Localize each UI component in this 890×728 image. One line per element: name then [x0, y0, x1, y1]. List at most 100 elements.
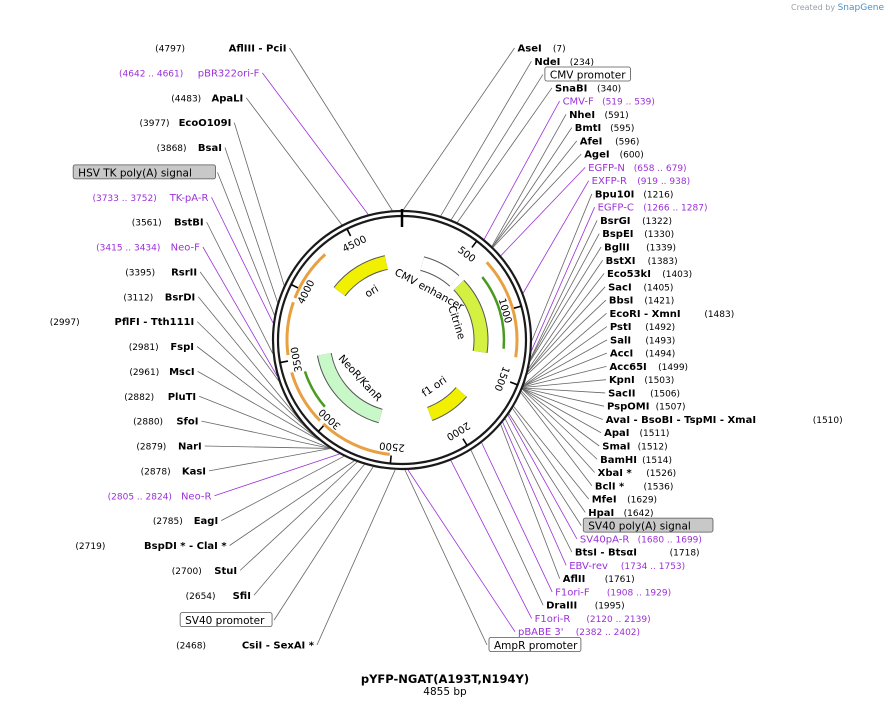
backbone-outer	[271, 209, 533, 471]
enzyme-label: BspEI	[602, 229, 633, 240]
label-line	[522, 388, 603, 420]
tick-mark	[346, 228, 352, 237]
tick-mark	[317, 425, 325, 433]
enzyme-position: (1514)	[642, 456, 672, 466]
enzyme-label: AflII	[563, 574, 586, 585]
enzyme-label: SacII	[608, 388, 635, 399]
label-line	[457, 87, 553, 223]
label-line	[531, 207, 595, 351]
label-line	[522, 388, 600, 447]
primer-label: Neo-R	[181, 491, 212, 502]
label-line	[221, 455, 345, 521]
orange-feature-arc	[485, 261, 519, 358]
label-line	[531, 193, 593, 341]
label-line	[253, 464, 365, 596]
label-line	[262, 72, 369, 215]
enzyme-label: FspI	[170, 342, 194, 353]
label-line	[402, 47, 515, 211]
enzyme-label: Acc65I	[610, 362, 647, 373]
map-labels: AseI(7)NdeI(234)CMV promoterSnaBI(340)CM…	[50, 44, 843, 653]
enzyme-label: HpaI	[588, 508, 614, 519]
enzyme-position: (2654)	[186, 592, 216, 602]
label-line	[527, 286, 606, 373]
label-line	[229, 460, 355, 546]
enzyme-position: (1493)	[645, 336, 675, 346]
enzyme-label: MscI	[169, 367, 195, 378]
label-line	[508, 413, 582, 526]
orange-feature-arc	[322, 422, 390, 456]
label-line	[523, 313, 607, 385]
primer-position: (3733 .. 3752)	[92, 194, 156, 204]
enzyme-label: NheI	[569, 110, 595, 121]
enzyme-position: (2997)	[50, 318, 80, 328]
feature-box-label: CMV promoter	[550, 70, 626, 82]
feature-box-label: SV40 promoter	[185, 615, 265, 627]
enzyme-label: PstI	[610, 322, 632, 333]
enzyme-label: EcoO109I	[179, 118, 232, 129]
feature-body	[334, 256, 388, 296]
label-line	[470, 449, 544, 606]
tick-label: 1500	[492, 365, 511, 393]
enzyme-label: AvaI - BsoBI - TspMI - XmaI	[606, 415, 756, 426]
feature-box	[544, 66, 631, 82]
snapgene-logo: SnapGene	[837, 3, 884, 13]
primer-label: SV40pA-R	[580, 534, 629, 545]
primer-position: (1266 .. 1287)	[643, 204, 707, 214]
label-line	[522, 387, 605, 407]
label-line	[450, 74, 544, 220]
enzyme-position: (1494)	[645, 350, 675, 360]
enzyme-position: (1718)	[670, 549, 700, 559]
primer-label: EGFP-C	[598, 203, 634, 214]
label-line	[500, 424, 561, 579]
tick-label: 2000	[444, 419, 471, 442]
label-line	[197, 371, 320, 441]
enzyme-label: RsrII	[171, 267, 197, 278]
enzyme-label: NarI	[178, 442, 202, 453]
label-line	[530, 233, 600, 360]
tick-label: 500	[455, 245, 477, 265]
enzyme-position: (1506)	[650, 389, 680, 399]
enzyme-label: BspDI * - ClaI *	[144, 541, 227, 552]
label-line	[523, 326, 608, 387]
enzyme-label: BglII	[604, 243, 630, 254]
enzyme-position: (3868)	[157, 144, 187, 154]
label-line	[483, 100, 560, 240]
primer-position: (3415 .. 3434)	[96, 244, 160, 254]
enzyme-label: PluTI	[168, 392, 196, 403]
label-line	[239, 461, 358, 571]
label-line	[196, 321, 315, 437]
primer-label: EGFP-N	[588, 163, 625, 174]
label-line	[233, 122, 285, 286]
feature-box	[72, 164, 216, 180]
enzyme-label: SmaI	[602, 442, 630, 453]
enzyme-label: EagI	[194, 516, 218, 527]
green-feature-arc	[303, 370, 326, 408]
feature-box	[582, 517, 714, 533]
feature-body	[317, 352, 383, 423]
label-line	[196, 346, 317, 439]
enzyme-label: AccI	[610, 349, 633, 360]
enzyme-position: (1507)	[656, 403, 686, 413]
label-line	[211, 197, 274, 324]
primer-position: (2120 .. 2139)	[586, 615, 650, 625]
enzyme-position: (7)	[553, 45, 566, 55]
label-line	[214, 453, 340, 497]
enzyme-position: (1421)	[644, 297, 674, 307]
primer-label: Neo-F	[171, 243, 201, 254]
enzyme-position: (2882)	[124, 393, 154, 403]
primer-position: (658 .. 679)	[634, 164, 687, 174]
enzyme-position: (1499)	[658, 363, 688, 373]
label-line	[491, 114, 567, 247]
enzyme-label: NdeI	[534, 57, 560, 68]
enzyme-position: (1761)	[605, 575, 635, 585]
orange-feature-arc	[290, 372, 322, 422]
enzyme-position: (340)	[597, 84, 621, 94]
label-line	[440, 61, 532, 217]
enzyme-position: (2719)	[75, 542, 105, 552]
enzyme-label: SnaBI	[555, 83, 587, 94]
label-line	[507, 414, 578, 540]
plasmid-name: pYFP-NGAT(A193T,N194Y)	[360, 672, 530, 686]
enzyme-label: KpnI	[609, 375, 635, 386]
enzyme-position: (3561)	[132, 219, 162, 229]
